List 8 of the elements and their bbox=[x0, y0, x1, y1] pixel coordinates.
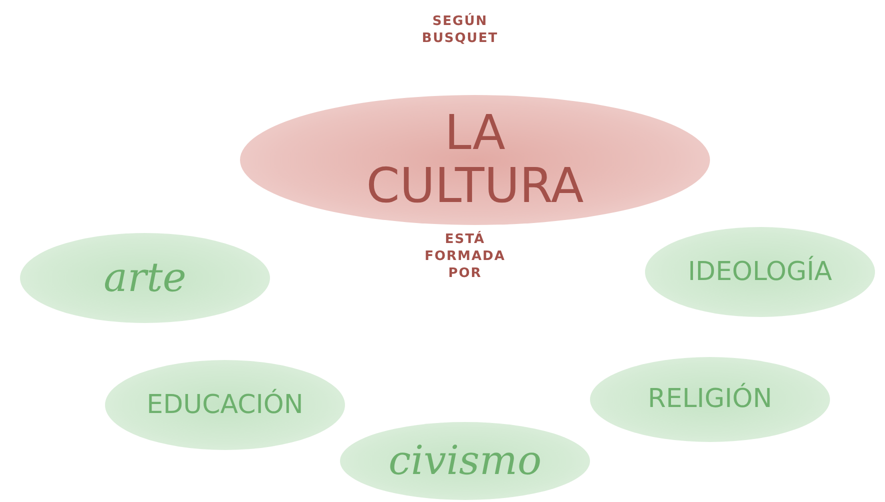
node-text: RELIGIÓN bbox=[648, 385, 772, 414]
node-text: arte bbox=[104, 256, 186, 300]
annotation-text: SEGÚN BUSQUET bbox=[420, 14, 500, 48]
node-text: IDEOLOGÍA bbox=[688, 258, 832, 286]
annotation-text: ESTÁ FORMADA POR bbox=[424, 232, 506, 283]
node-text: EDUCACIÓN bbox=[146, 390, 304, 420]
node-text: civismo bbox=[388, 439, 542, 483]
node-text: LA CULTURA bbox=[365, 107, 585, 213]
